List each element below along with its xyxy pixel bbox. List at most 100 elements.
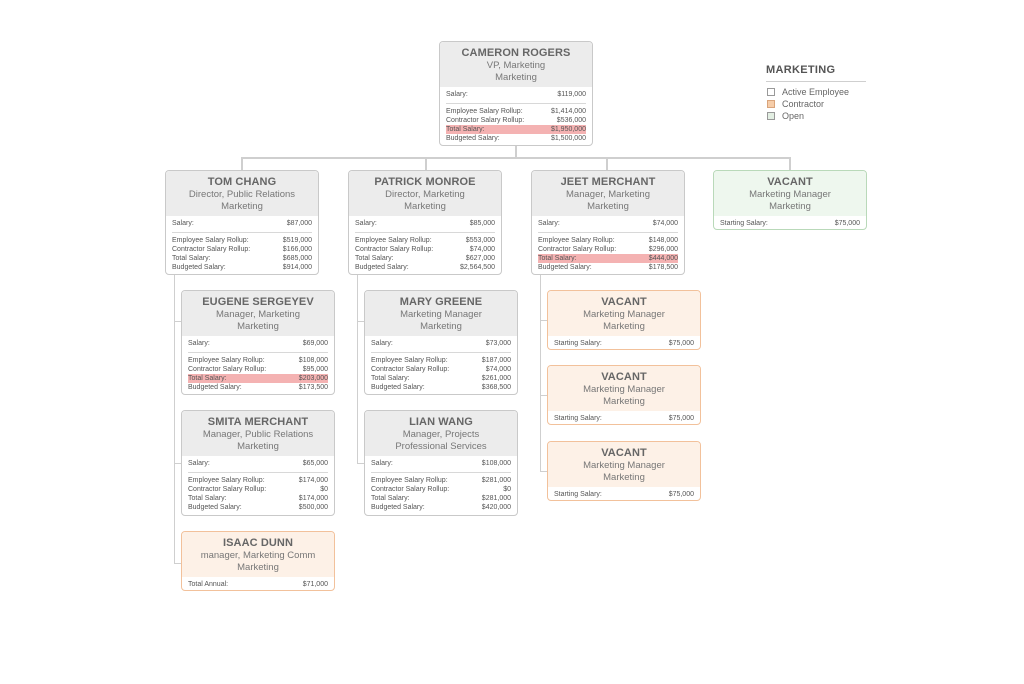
salary-label: Salary: <box>371 460 393 467</box>
rollup-label: Budgeted Salary: <box>188 504 242 511</box>
department: Marketing <box>237 562 279 573</box>
divider <box>188 472 328 473</box>
rollup-label: Budgeted Salary: <box>172 264 226 271</box>
salary-row: Salary:$65,000 <box>188 456 328 468</box>
rollup-label: Employee Salary Rollup: <box>538 237 615 244</box>
salary-details: Starting Salary: $75,000 <box>548 411 700 423</box>
rollup-value: $1,414,000 <box>550 108 586 115</box>
legend-item-active-employee: Active Employee <box>766 87 866 97</box>
rollup-row: Contractor Salary Rollup: $166,000 <box>172 245 312 254</box>
legend-title: MARKETING <box>766 64 866 82</box>
salary-value: $75,000 <box>668 415 694 422</box>
rollup-label: Employee Salary Rollup: <box>355 237 432 244</box>
rollup-label: Total Salary: <box>371 375 410 382</box>
salary-value: $73,000 <box>485 340 511 347</box>
connector-vacant4 <box>540 471 548 472</box>
rollup-label: Employee Salary Rollup: <box>371 357 448 364</box>
rollup-value: $261,000 <box>481 375 511 382</box>
salary-row: Salary:$87,000 <box>172 216 312 228</box>
rollup-label: Total Salary: <box>355 255 394 262</box>
over-budget-row: Total Salary:$203,000 <box>188 374 328 383</box>
divider <box>371 472 511 473</box>
salary-value: $65,000 <box>302 460 328 467</box>
rollup-label: Total Salary: <box>538 255 577 262</box>
salary-row: Salary:$73,000 <box>371 336 511 348</box>
salary-value: $71,000 <box>302 581 328 588</box>
rollup-label: Employee Salary Rollup: <box>188 477 265 484</box>
department: Marketing <box>769 201 811 212</box>
salary-label: Starting Salary: <box>554 415 602 422</box>
rollup-value: $74,000 <box>469 246 495 253</box>
job-title: Marketing Manager <box>583 460 665 471</box>
rollup-row: Contractor Salary Rollup:$0 <box>188 485 328 494</box>
divider <box>355 232 495 233</box>
rollup-row: Budgeted Salary:$1,500,000 <box>446 134 586 143</box>
rollup-label: Budgeted Salary: <box>188 384 242 391</box>
rollup-value: $74,000 <box>485 366 511 373</box>
divider <box>188 352 328 353</box>
rollup-row: Contractor Salary Rollup:$0 <box>371 485 511 494</box>
salary-label: Salary: <box>188 340 210 347</box>
rollup-value: $0 <box>320 486 328 493</box>
rollup-label: Contractor Salary Rollup: <box>172 246 251 253</box>
salary-row: Salary:$69,000 <box>188 336 328 348</box>
salary-row: Salary:$74,000 <box>538 216 678 228</box>
rollup-value: $1,500,000 <box>550 135 586 142</box>
rollup-value: $166,000 <box>282 246 312 253</box>
rollup-value: $685,000 <box>282 255 312 262</box>
rollup-row: Contractor Salary Rollup:$95,000 <box>188 365 328 374</box>
divider <box>446 103 586 104</box>
person-name: CAMERON ROGERS <box>461 47 571 59</box>
connector-vacant2 <box>540 320 548 321</box>
rollup-value: $203,000 <box>298 375 328 382</box>
person-name: MARY GREENE <box>399 296 483 308</box>
department: Marketing <box>603 321 645 332</box>
connector-jeet-trunk <box>540 274 541 472</box>
department: Marketing <box>420 321 462 332</box>
department: Marketing <box>404 201 446 212</box>
department: Marketing <box>603 396 645 407</box>
salary-label: Salary: <box>172 220 194 227</box>
rollup-row: Contractor Salary Rollup:$74,000 <box>371 365 511 374</box>
job-title: manager, Marketing Comm <box>200 550 316 561</box>
salary-row: Salary:$119,000 <box>446 87 586 99</box>
job-title: Marketing Manager <box>583 309 665 320</box>
job-title: VP, Marketing <box>486 60 546 71</box>
connector-vacant3 <box>540 395 548 396</box>
person-name: VACANT <box>601 296 647 308</box>
salary-row: Starting Salary:$75,000 <box>554 487 694 499</box>
rollup-label: Total Salary: <box>188 495 227 502</box>
rollup-row: Employee Salary Rollup:$553,000 <box>355 236 495 245</box>
salary-details: Starting Salary:$75,000 <box>714 216 866 228</box>
rollup-label: Contractor Salary Rollup: <box>538 246 617 253</box>
person-name: VACANT <box>601 371 647 383</box>
person-name: EUGENE SERGEYEV <box>202 296 314 308</box>
salary-value: $119,000 <box>557 91 586 98</box>
connector-jeet <box>606 157 608 171</box>
rollup-label: Employee Salary Rollup: <box>371 477 448 484</box>
